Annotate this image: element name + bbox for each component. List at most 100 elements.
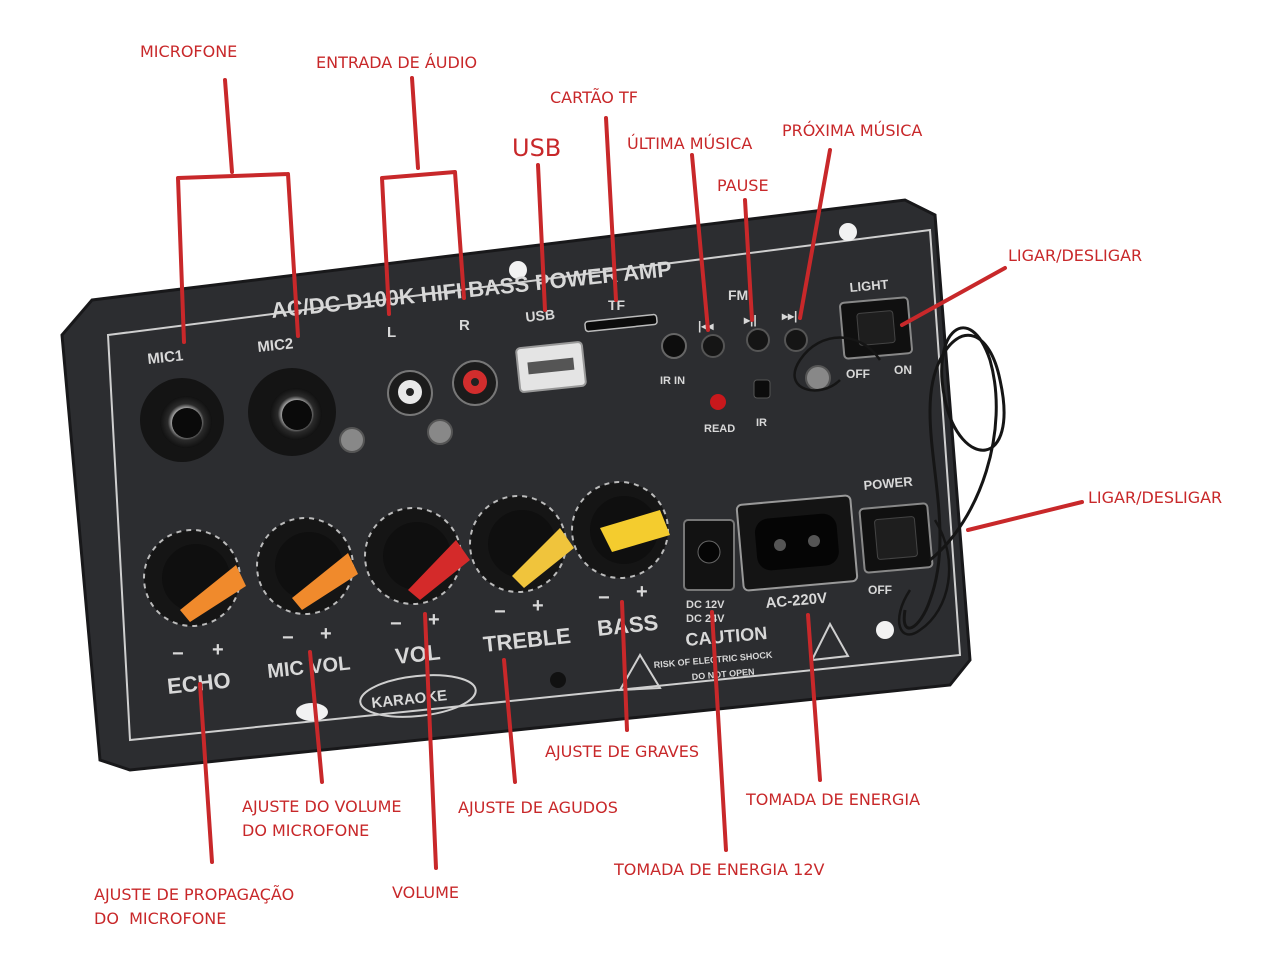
warning-triangle-icon — [810, 621, 850, 662]
leader-entrada-audio — [380, 76, 466, 316]
tf-slot[interactable] — [584, 313, 658, 333]
vol-minus: − — [390, 613, 402, 635]
dc-label-1: DC 12V — [686, 599, 725, 611]
label-ligar-desligar-top: LIGAR/DESLIGAR — [1008, 246, 1143, 265]
vol-plus: + — [428, 609, 440, 631]
dc-label-2: DC 24V — [686, 613, 725, 625]
rca-left-label: L — [387, 324, 396, 341]
treble-minus: − — [494, 601, 506, 623]
label-tomada-12v: TOMADA DE ENERGIA 12V — [614, 860, 825, 879]
label-pause: PAUSE — [717, 176, 769, 195]
label-volume: VOLUME — [392, 883, 459, 902]
vol-knob-pointer — [408, 540, 470, 600]
label-ajuste-propagacao-line1: AJUSTE DE PROPAGAÇÃO — [94, 885, 295, 904]
leader-ajuste-graves — [620, 600, 629, 732]
leader-propagacao — [198, 682, 214, 864]
leader-volume-mic — [308, 650, 324, 784]
echo-minus: − — [172, 643, 184, 665]
mic-vol-minus: − — [282, 627, 294, 649]
mic2-label: MIC2 — [257, 335, 294, 356]
label-tomada-energia: TOMADA DE ENERGIA — [746, 790, 921, 809]
fm-label: FM — [728, 287, 748, 303]
vol-label: VOL — [394, 639, 442, 669]
light-on-label: ON — [894, 363, 912, 377]
usb-tongue — [527, 357, 575, 375]
leader-cartao-tf — [604, 116, 618, 302]
power-cable — [793, 336, 882, 392]
mount-hole — [509, 261, 527, 279]
label-ajuste-propagacao-line2: DO MICROFONE — [94, 909, 227, 928]
karaoke-badge — [359, 674, 477, 718]
power-cable — [897, 519, 951, 636]
ir-in-label: IR IN — [660, 375, 685, 387]
label-ajuste-graves: AJUSTE DE GRAVES — [545, 742, 700, 761]
bass-minus: − — [598, 587, 610, 609]
rca-right-pin — [471, 378, 479, 386]
bass-plus: + — [636, 581, 648, 603]
mic-vol-knob[interactable] — [256, 517, 358, 615]
leader-ligar-desligar-bottom — [966, 500, 1084, 532]
bass-knob[interactable] — [571, 481, 670, 579]
panel-inner-border — [106, 228, 962, 742]
rca-right-label: R — [459, 317, 470, 334]
power-cable — [902, 326, 1006, 630]
treble-plus: + — [532, 595, 544, 617]
screw — [339, 427, 365, 453]
light-switch-rocker — [856, 310, 896, 346]
warning-triangle-icon — [618, 653, 662, 692]
usb-label: USB — [525, 306, 556, 325]
echo-knob[interactable] — [143, 529, 246, 627]
mount-hole — [839, 223, 857, 241]
ir-sensor — [753, 379, 771, 399]
label-proxima-musica: PRÓXIMA MÚSICA — [782, 121, 923, 140]
panel-plate — [60, 198, 972, 772]
echo-plus: + — [212, 639, 224, 661]
leader-agudos — [502, 658, 517, 784]
label-entrada-audio: ENTRADA DE ÁUDIO — [316, 53, 478, 72]
leader-volume — [423, 612, 438, 870]
light-off-label: OFF — [846, 367, 870, 381]
mic1-label: MIC1 — [147, 347, 184, 368]
label-ultima-musica: ÚLTIMA MÚSICA — [627, 134, 753, 153]
ac-label: AC-220V — [765, 590, 828, 612]
mic-vol-plus: + — [320, 623, 332, 645]
read-led — [710, 394, 726, 410]
leader-ligar-desligar-top — [900, 266, 1007, 327]
next-track-button[interactable] — [784, 328, 808, 352]
power-switch-rocker — [874, 516, 918, 560]
tf-label: TF — [608, 297, 626, 313]
label-ajuste-volume-mic-line2: DO MICROFONE — [242, 821, 370, 840]
leader-tomada-12v — [710, 610, 728, 852]
power-label: POWER — [863, 474, 914, 493]
pause-button[interactable] — [746, 328, 770, 352]
mount-slot — [296, 703, 328, 721]
mic-vol-knob-pointer — [292, 553, 358, 610]
mount-hole — [876, 621, 894, 639]
screw — [427, 419, 453, 445]
label-ajuste-volume-mic-line1: AJUSTE DO VOLUME — [242, 797, 402, 816]
leader-ultima-musica — [690, 153, 710, 332]
label-ajuste-agudos: AJUSTE DE AGUDOS — [458, 798, 618, 817]
bass-knob-pointer — [600, 510, 670, 552]
prev-track-button[interactable] — [701, 334, 725, 358]
ir-in-jack[interactable] — [661, 333, 687, 359]
echo-knob-pointer — [180, 565, 246, 622]
screw — [805, 365, 831, 391]
treble-knob[interactable] — [469, 495, 574, 593]
label-ligar-desligar-bottom: LIGAR/DESLIGAR — [1088, 488, 1223, 507]
ir-label: IR — [756, 417, 767, 429]
vol-knob[interactable] — [364, 507, 470, 605]
leader-microfone — [176, 78, 300, 344]
leader-tomada-energia — [806, 613, 822, 782]
rca-left-pin — [406, 388, 414, 396]
mount-hole — [550, 672, 566, 688]
treble-knob-pointer — [512, 528, 574, 588]
label-cartao-tf: CARTÃO TF — [550, 88, 638, 107]
dc-jack-hole — [697, 540, 721, 564]
label-microfone: MICROFONE — [140, 42, 238, 61]
ac-socket-inner — [754, 513, 839, 571]
label-usb: USB — [512, 134, 562, 162]
leader-pause — [743, 198, 754, 322]
